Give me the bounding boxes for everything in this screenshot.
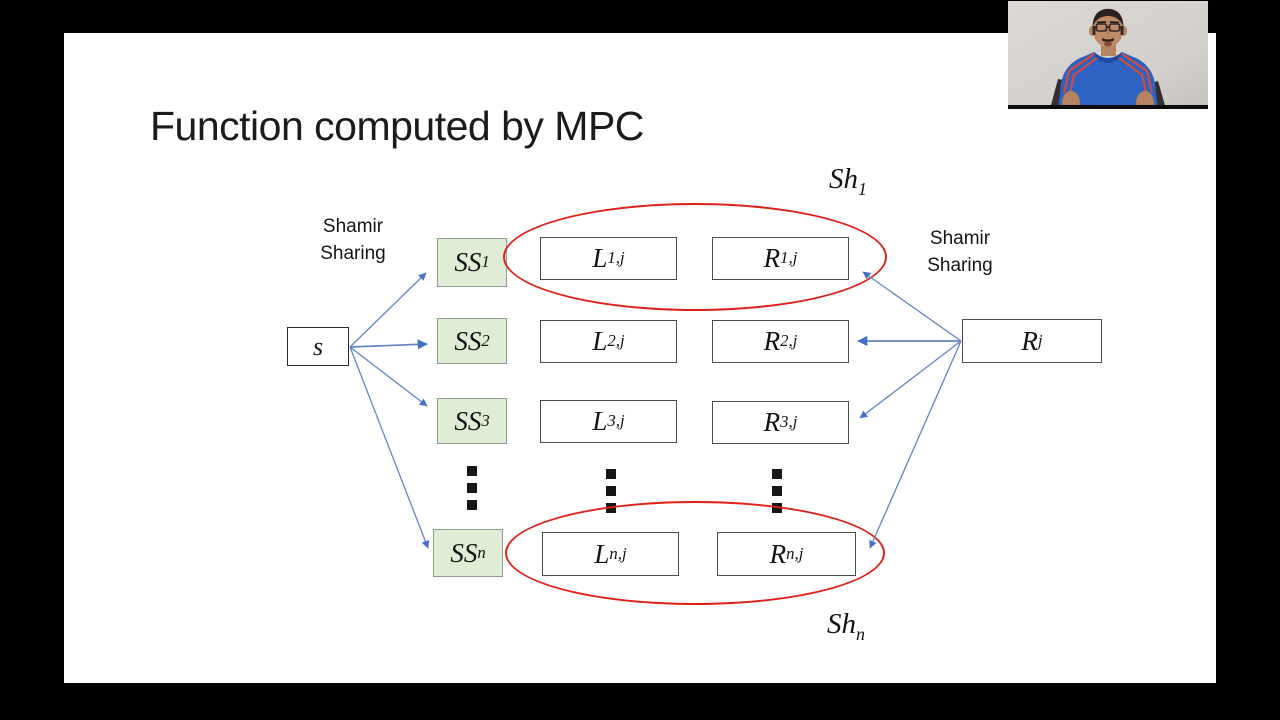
hair: [1092, 9, 1124, 27]
vertical-ellipsis-ss: [467, 466, 477, 517]
glasses: [1092, 23, 1124, 32]
presenter-illustration: [1008, 1, 1208, 109]
right-sideburn: [1120, 26, 1124, 35]
node-source-s: s: [287, 327, 349, 366]
left-hand: [1062, 91, 1080, 109]
mustache: [1102, 38, 1114, 42]
right-sharing-label: Shamir Sharing: [927, 228, 993, 276]
slide-title: Function computed by MPC: [150, 103, 644, 149]
share-group-ellipse-n: [505, 501, 885, 605]
right-hand: [1136, 91, 1154, 109]
share-group-ellipse-1: [503, 203, 887, 311]
left-sharing-label: Shamir Sharing: [320, 216, 386, 264]
label-shn: Shn: [827, 608, 865, 644]
shirt-collar: [1094, 52, 1122, 63]
face: [1092, 8, 1124, 48]
shirt: [1058, 52, 1158, 109]
shirt-stripes: [1063, 53, 1153, 98]
label-sh1: Sh1: [829, 163, 867, 199]
left-sideburn: [1092, 26, 1096, 35]
webcam-bottom-strip: [1008, 105, 1208, 109]
eyebrows: [1096, 21, 1120, 24]
mouth: [1104, 41, 1112, 47]
presenter-webcam: [1008, 1, 1208, 109]
